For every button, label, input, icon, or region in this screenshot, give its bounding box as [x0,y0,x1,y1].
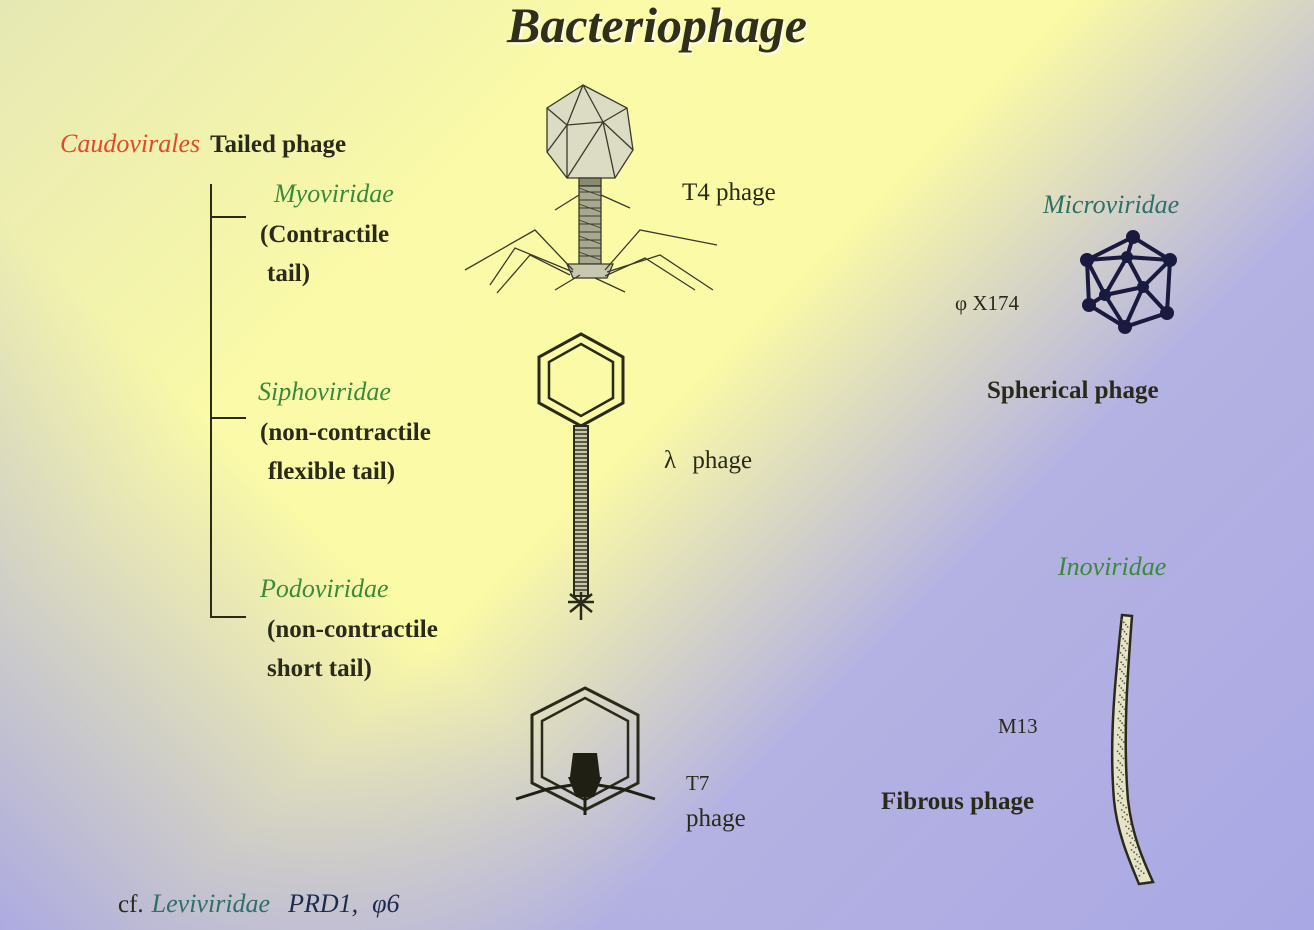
myoviridae-desc-1: (Contractile [260,221,390,248]
family-myoviridae: Myoviridae [274,179,394,208]
fibrous-label: Fibrous phage [881,788,1035,815]
family-inoviridae: Inoviridae [1058,552,1167,581]
page-title: Bacteriophage [507,0,807,53]
siphoviridae-desc-1: (non-contractile [260,419,431,446]
podoviridae-desc-1: (non-contractile [267,616,438,643]
lambda-phage-illustration [537,332,625,620]
order-name: Caudovirales [60,129,201,158]
footnote-prefix: cf. [118,891,144,918]
m13-illustration [1110,613,1155,886]
podoviridae-desc-2: short tail) [267,655,372,682]
caudovirales-heading: Caudovirales Tailed phage [60,129,347,158]
lambda-text: phage [692,447,753,474]
family-podoviridae: Podoviridae [260,574,389,603]
t4-phage-illustration [464,84,718,294]
footnote-phi6: φ6 [372,889,400,918]
order-label: Tailed phage [210,131,347,158]
spherical-label: Spherical phage [987,377,1159,404]
family-siphoviridae: Siphoviridae [258,377,391,406]
myoviridae-desc-2: tail) [267,260,311,287]
footnote-family: Leviviridae [151,889,271,918]
m13-label: M13 [998,714,1038,738]
phix174-label: φ X174 [955,291,1020,315]
lambda-label: λ phage [664,448,752,473]
phix174-illustration [1080,230,1177,334]
t7-label-1: T7 [686,771,710,795]
t7-label-2: phage [686,805,746,832]
lambda-symbol: λ [664,447,677,474]
footnote: cf. Leviviridae PRD1, φ6 [118,889,400,918]
family-microviridae: Microviridae [1043,190,1180,219]
t4-label: T4 phage [682,179,776,206]
t7-phage-illustration [515,686,656,815]
footnote-examples: PRD1, [288,889,359,918]
siphoviridae-desc-2: flexible tail) [268,458,396,485]
